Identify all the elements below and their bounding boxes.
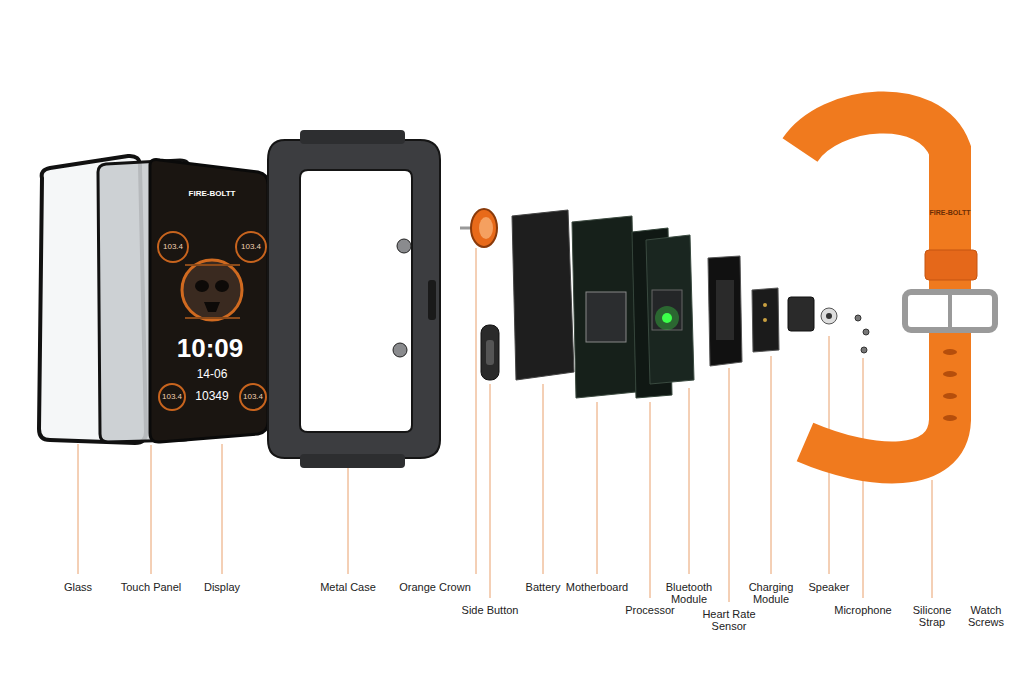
part-label: Speaker — [809, 581, 850, 593]
drawing-part — [268, 140, 440, 458]
drawing-part — [943, 349, 957, 355]
drawing-part — [597, 402, 598, 574]
part-label: Motherboard — [566, 581, 628, 593]
drawing-part — [932, 480, 933, 598]
strap-logo: FIRE-BOLTT — [929, 209, 970, 217]
drawing-part — [236, 232, 266, 262]
drawing-part — [729, 368, 730, 602]
metal-case — [268, 130, 440, 468]
drawing-part — [195, 280, 209, 292]
drawing-part — [752, 288, 779, 352]
drawing-part — [763, 303, 767, 307]
drawing-part — [215, 280, 229, 292]
drawing-part — [652, 290, 682, 330]
drawing-part — [655, 306, 679, 330]
speaker — [788, 297, 814, 331]
crown — [460, 209, 497, 247]
part-label: Display — [204, 581, 240, 593]
drawing-part — [348, 462, 349, 574]
drawing-part — [428, 280, 436, 320]
drawing-part — [788, 297, 814, 331]
drawing-part — [471, 209, 497, 247]
drawing-part — [300, 454, 405, 468]
part-label: Heart Rate Sensor — [700, 608, 758, 632]
drawing-part — [543, 384, 544, 574]
drawing-part — [689, 388, 690, 574]
part-label: Silicone Strap — [907, 604, 957, 628]
drawing-part — [646, 235, 694, 384]
drawing-part — [948, 295, 952, 327]
screen-text: 103.4 — [243, 393, 263, 402]
drawing-part — [150, 160, 268, 443]
drawing-part — [182, 260, 242, 320]
part-label: Touch Panel — [121, 581, 182, 593]
drawing-part — [78, 444, 79, 574]
drawing-part — [826, 313, 832, 319]
part-label: Microphone — [834, 604, 891, 616]
strap — [800, 112, 995, 462]
drawing-part — [476, 248, 477, 574]
drawing-part — [863, 329, 869, 335]
drawing-part — [855, 315, 861, 321]
screen-text: 10349 — [195, 390, 228, 403]
drawing-part — [397, 239, 411, 253]
drawing-part — [771, 356, 772, 574]
drawing-part — [204, 302, 220, 312]
drawing-part — [943, 393, 957, 399]
drawing-part — [222, 444, 223, 574]
microphone — [821, 308, 837, 324]
drawing-part — [716, 280, 734, 340]
battery — [512, 210, 574, 380]
drawing-part — [300, 130, 405, 144]
drawing-part — [481, 325, 499, 380]
boards — [572, 216, 694, 398]
drawing-part — [943, 415, 957, 421]
part-label: Orange Crown — [399, 581, 471, 593]
drawing-part — [821, 308, 837, 324]
drawing-part — [490, 384, 491, 598]
charging-module — [752, 288, 779, 352]
part-label: Glass — [64, 581, 92, 593]
drawing-part — [650, 402, 651, 598]
screen-time: 10:09 — [177, 334, 244, 363]
part-label: Metal Case — [320, 581, 376, 593]
display — [150, 160, 268, 443]
part-label: Watch Screws — [963, 604, 1009, 628]
screen-text: 14-06 — [197, 368, 228, 381]
part-label: Battery — [526, 581, 561, 593]
screen-text: FIRE-BOLTT — [189, 190, 236, 199]
drawing-part — [708, 256, 742, 366]
part-label: Bluetooth Module — [662, 581, 716, 605]
drawing-part — [586, 292, 626, 342]
drawing-part — [479, 217, 493, 239]
screws — [855, 315, 869, 353]
drawing-part — [925, 250, 977, 280]
drawing-part — [158, 232, 188, 262]
screen-text: 103.4 — [162, 393, 182, 402]
drawing-part — [943, 371, 957, 377]
heart-rate-sensor — [708, 256, 742, 366]
drawing-part — [572, 216, 636, 398]
drawing-part — [393, 343, 407, 357]
side-button — [481, 325, 499, 380]
drawing-part — [763, 318, 767, 322]
drawing-part — [159, 384, 185, 410]
part-label: Charging Module — [744, 581, 798, 605]
screen-text: 103.4 — [163, 243, 183, 252]
part-label: Processor — [625, 604, 675, 616]
part-label: Side Button — [462, 604, 519, 616]
drawing-part — [151, 445, 152, 574]
drawing-part — [861, 347, 867, 353]
drawing-part — [905, 292, 995, 330]
drawing-part — [805, 330, 950, 462]
drawing-part — [486, 340, 494, 365]
screen-text: 103.4 — [241, 243, 261, 252]
drawing-part — [185, 265, 240, 318]
drawing-part — [662, 313, 672, 323]
drawing-part — [512, 210, 574, 380]
drawing-part — [240, 384, 266, 410]
